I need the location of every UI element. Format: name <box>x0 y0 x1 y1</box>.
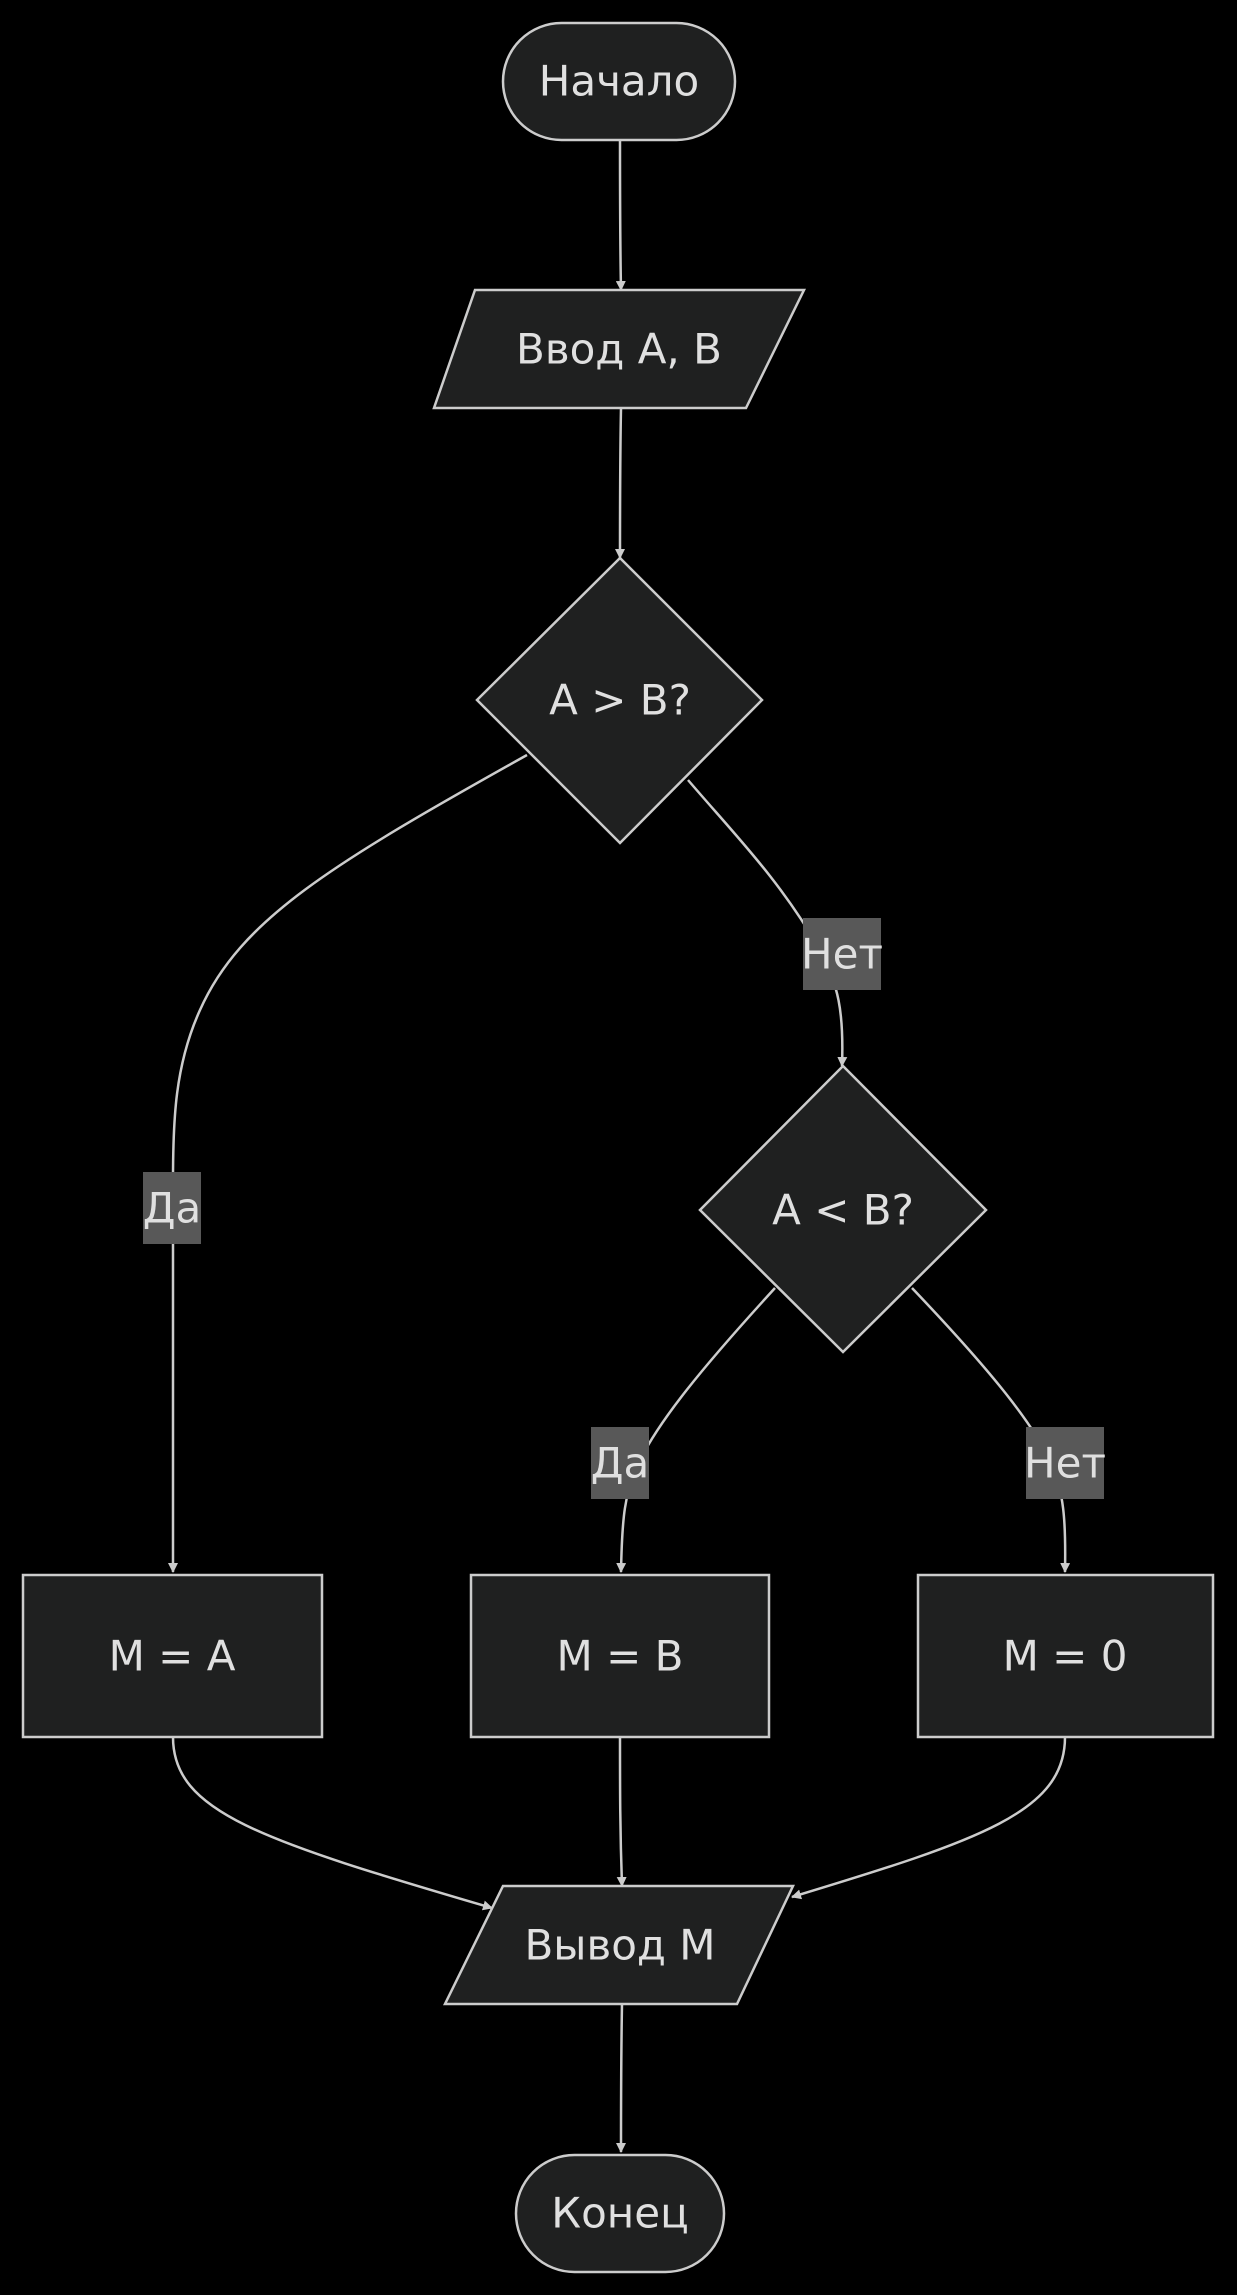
node-decision2-label: A < B? <box>772 1186 914 1235</box>
node-output-label: Вывод M <box>524 1921 715 1970</box>
edge-label-decision1-no: Нет <box>801 918 883 990</box>
node-assign-zero-label: M = 0 <box>1003 1632 1128 1681</box>
node-start-label: Начало <box>539 57 699 106</box>
edge-label-decision1-yes-text: Да <box>143 1184 202 1233</box>
edge-output-to-end <box>616 2003 627 2153</box>
edge-label-decision2-no-text: Нет <box>1024 1439 1106 1488</box>
edge-assign-a-to-output <box>171 1736 493 1911</box>
node-decision1: A > B? <box>475 556 764 845</box>
edge-label-decision2-yes: Да <box>591 1427 650 1499</box>
edge-assign-b-to-output <box>616 1736 627 1887</box>
edge-decision1-yes <box>168 753 528 1573</box>
node-assign-a: M = A <box>21 1573 324 1739</box>
node-assign-zero: M = 0 <box>916 1573 1215 1739</box>
edge-label-decision2-yes-text: Да <box>591 1439 650 1488</box>
node-decision2: A < B? <box>698 1064 988 1354</box>
node-assign-b-label: M = B <box>557 1632 684 1681</box>
node-output: Вывод M <box>442 1884 795 2006</box>
node-decision1-label: A > B? <box>549 676 691 725</box>
edge-label-decision2-no: Нет <box>1024 1427 1106 1499</box>
edge-assign-zero-to-output <box>791 1736 1067 1900</box>
edges <box>168 139 1071 2153</box>
edge-label-decision1-no-text: Нет <box>801 930 883 979</box>
node-input-label: Ввод A, B <box>516 325 722 374</box>
edge-start-to-input <box>615 139 626 291</box>
edge-input-to-decision1 <box>615 407 626 559</box>
node-start: Начало <box>501 21 737 142</box>
node-input: Ввод A, B <box>432 288 807 410</box>
edge-labels: Да Нет Да Нет <box>143 918 1106 1499</box>
node-assign-a-label: M = A <box>109 1632 236 1681</box>
node-assign-b: M = B <box>469 1573 771 1739</box>
node-end: Конец <box>514 2153 726 2274</box>
nodes: Начало Ввод A, B A > B? A < B? M = A M =… <box>21 21 1215 2274</box>
edge-label-decision1-yes: Да <box>143 1172 202 1244</box>
node-end-label: Конец <box>551 2189 688 2238</box>
